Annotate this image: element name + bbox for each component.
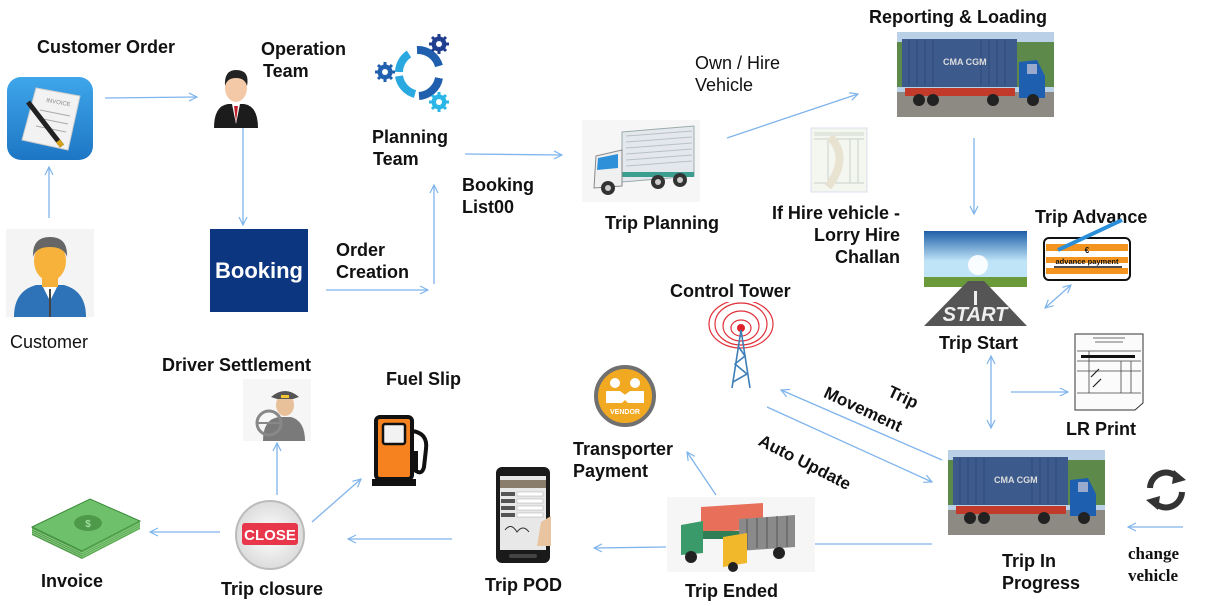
booking-node[interactable]: Booking <box>210 229 308 312</box>
planning-team-label-2: Team <box>373 149 419 169</box>
driver-settlement-label: Driver Settlement <box>162 355 312 375</box>
radio-tower-icon <box>708 299 774 389</box>
order-creation-label-2: Creation <box>336 262 410 282</box>
lorry-receipt-icon <box>1074 333 1144 411</box>
fuel-slip-node[interactable] <box>372 415 438 487</box>
trip-ended-label: Trip Ended <box>685 581 779 601</box>
operation-team-label-1: Operation <box>261 39 347 59</box>
trip-pod-label: Trip POD <box>485 575 563 595</box>
container-brand-text: CMA CGM <box>943 57 987 67</box>
start-road-icon: START <box>924 231 1027 326</box>
control-tower-node[interactable] <box>700 299 780 400</box>
delivery-truck-icon <box>582 120 700 202</box>
lorry-hire-challan-node[interactable] <box>810 127 868 193</box>
container-brand-text: CMA CGM <box>994 475 1038 485</box>
trip-in-progress-label-2: Progress <box>1002 573 1081 593</box>
trip-start-label: Trip Start <box>939 333 1019 353</box>
customer-avatar-icon <box>6 229 94 317</box>
trip-planning-node[interactable] <box>582 120 700 202</box>
mobile-pod-icon <box>496 467 551 563</box>
close-badge-text: CLOSE <box>244 527 296 544</box>
operation-team-label-2: Team <box>263 61 309 81</box>
arrow-closure-to-fuel <box>311 479 361 523</box>
refresh-icon <box>1146 469 1186 511</box>
arrow-control-tower-to-progress <box>766 406 932 482</box>
change-vehicle-label-2: vehicle <box>1128 566 1179 585</box>
money-stack-icon: $ <box>30 498 142 559</box>
driver-icon <box>243 379 311 441</box>
challan-label-3: Challan <box>834 247 900 267</box>
customer-order-label: Customer Order <box>37 37 176 57</box>
planning-team-node[interactable] <box>373 32 455 112</box>
trip-in-progress-label-1: Trip In <box>1002 551 1056 571</box>
own-hire-label-2: Vehicle <box>695 75 754 95</box>
transporter-payment-label-1: Transporter <box>573 439 674 459</box>
arrow-order-to-operation <box>104 97 197 98</box>
trip-in-progress-node[interactable]: CMA CGM <box>948 450 1105 535</box>
trip-start-node[interactable]: START <box>924 231 1027 326</box>
booking-list-label-1: Booking <box>462 175 534 195</box>
vendor-badge-text: VENDOR <box>610 409 640 416</box>
trip-ended-node[interactable] <box>667 497 815 572</box>
invoice-node[interactable]: $ <box>30 497 142 560</box>
currency-symbol: € <box>1085 246 1090 255</box>
change-vehicle-node[interactable] <box>1138 466 1194 514</box>
gears-icon <box>375 34 449 112</box>
booking-logo-icon: Booking <box>215 257 303 283</box>
container-truck-icon: CMA CGM <box>897 32 1054 117</box>
svg-text:$: $ <box>85 519 91 530</box>
invoice-document-icon: INVOICE <box>7 77 93 160</box>
arrow-trip-ended-to-pod <box>594 547 667 548</box>
lr-print-node[interactable] <box>1073 333 1145 411</box>
operation-team-node[interactable] <box>212 66 260 128</box>
reporting-loading-node[interactable]: CMA CGM <box>897 32 1054 117</box>
customer-node[interactable] <box>6 229 94 317</box>
trip-planning-label: Trip Planning <box>605 213 720 233</box>
close-button-icon: CLOSE <box>235 500 305 570</box>
booking-list-label-2: List00 <box>462 197 515 217</box>
arrow-trip-planning-to-reporting <box>726 94 858 139</box>
driver-settlement-node[interactable] <box>243 379 311 441</box>
challan-label-2: Lorry Hire <box>813 225 900 245</box>
trip-closure-node[interactable]: CLOSE <box>232 497 308 573</box>
arrow-planning-to-trip-planning <box>464 154 562 155</box>
businessman-icon <box>214 70 258 128</box>
trip-advance-node[interactable]: € advance payment <box>1042 218 1132 282</box>
arrow-progress-to-control-tower <box>781 390 943 461</box>
lr-print-label: LR Print <box>1066 419 1136 439</box>
control-tower-label: Control Tower <box>670 281 791 301</box>
container-truck-icon: CMA CGM <box>948 450 1105 535</box>
svg-text:START: START <box>943 304 1010 326</box>
arrow-trip-start-advance <box>1045 285 1071 308</box>
trip-pod-node[interactable] <box>495 466 551 564</box>
invoice-label: Invoice <box>41 571 104 591</box>
arrow-trip-ended-to-transporter <box>687 452 717 496</box>
challan-form-icon <box>810 127 868 193</box>
advance-payment-text: advance payment <box>1056 257 1119 266</box>
planning-team-label-1: Planning <box>372 127 448 147</box>
challan-label-1: If Hire vehicle - <box>771 203 900 223</box>
fuel-slip-label: Fuel Slip <box>386 369 462 389</box>
transporter-payment-node[interactable]: VENDOR <box>594 365 656 427</box>
reporting-loading-label: Reporting & Loading <box>869 7 1047 27</box>
order-creation-label-1: Order <box>336 240 386 260</box>
own-hire-label-1: Own / Hire <box>695 53 781 73</box>
trucks-icon <box>667 497 815 572</box>
vendor-handshake-icon: VENDOR <box>594 365 656 427</box>
trip-closure-label: Trip closure <box>221 579 324 599</box>
fuel-pump-icon <box>372 415 429 486</box>
customer-label: Customer <box>10 332 89 352</box>
customer-order-node[interactable]: INVOICE <box>6 76 94 161</box>
change-vehicle-label-1: change <box>1128 544 1179 563</box>
transporter-payment-label-2: Payment <box>573 461 649 481</box>
advance-payment-card-icon: € advance payment <box>1043 218 1131 281</box>
svg-text:INVOICE: INVOICE <box>46 98 71 108</box>
